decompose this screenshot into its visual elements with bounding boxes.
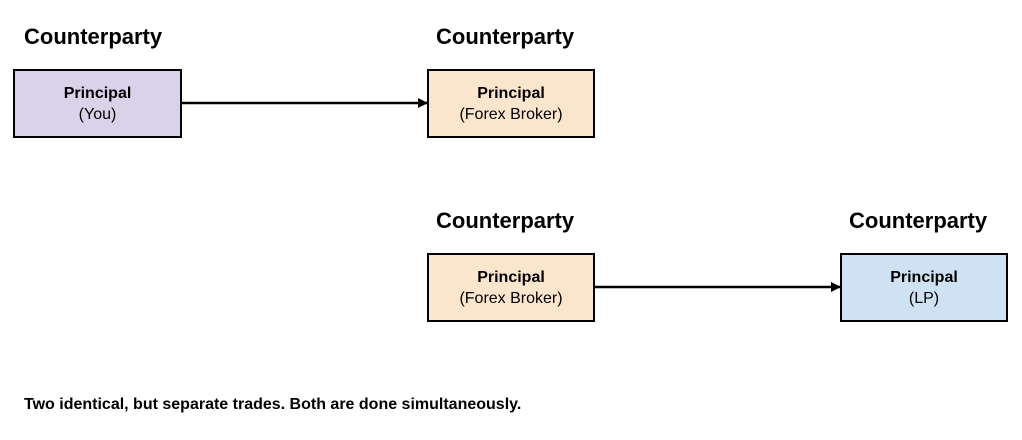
trade2-right-box: Principal (LP) — [840, 253, 1008, 322]
trade2-left-box: Principal (Forex Broker) — [427, 253, 595, 322]
trade2-right-party: (LP) — [908, 289, 940, 307]
trade2-right-heading: Counterparty — [849, 208, 988, 233]
trade1-left-heading: Counterparty — [24, 24, 163, 49]
trade1-left-box: Principal (You) — [13, 69, 182, 138]
trade1-right-box: Principal (Forex Broker) — [427, 69, 595, 138]
trade2-left-heading: Counterparty — [436, 208, 575, 233]
trade1-right-party: (Forex Broker) — [459, 105, 563, 123]
footnote: Two identical, but separate trades. Both… — [24, 396, 522, 413]
trade1-right-heading: Counterparty — [436, 24, 575, 49]
trade2-right-role: Principal — [890, 268, 958, 286]
trade1-right-role: Principal — [477, 84, 545, 102]
trade1-left-party: (You) — [78, 105, 117, 123]
trade1-left-role: Principal — [63, 84, 132, 102]
trade2-left-party: (Forex Broker) — [459, 289, 563, 307]
trade2-left-role: Principal — [477, 268, 545, 286]
